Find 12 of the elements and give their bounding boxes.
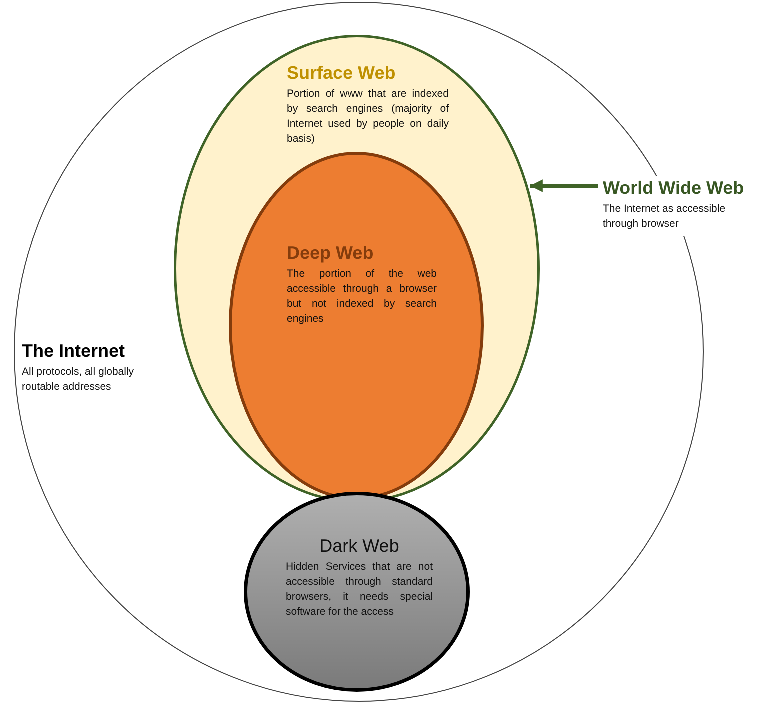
dark-web-circle <box>244 492 470 692</box>
region-title: World Wide Web <box>603 177 744 199</box>
arrow <box>530 180 598 192</box>
region-description: All protocols, all globally routable addresses <box>22 365 136 395</box>
region-title: Deep Web <box>287 242 374 264</box>
region-description: Portion of www that are indexed by search engines (majority of Internet used by people on daily basis) <box>287 87 449 147</box>
region-description: The Internet as accessible through browser <box>603 202 727 232</box>
region-title: Dark Web <box>320 535 400 557</box>
region-description: The portion of the web accessible through a browser but not indexed by search engines <box>287 267 437 327</box>
region-description: Hidden Services that are not accessible through standard browsers, it needs special software for the access <box>286 560 433 620</box>
region-title: Surface Web <box>287 62 396 84</box>
region-title: The Internet <box>22 340 126 362</box>
